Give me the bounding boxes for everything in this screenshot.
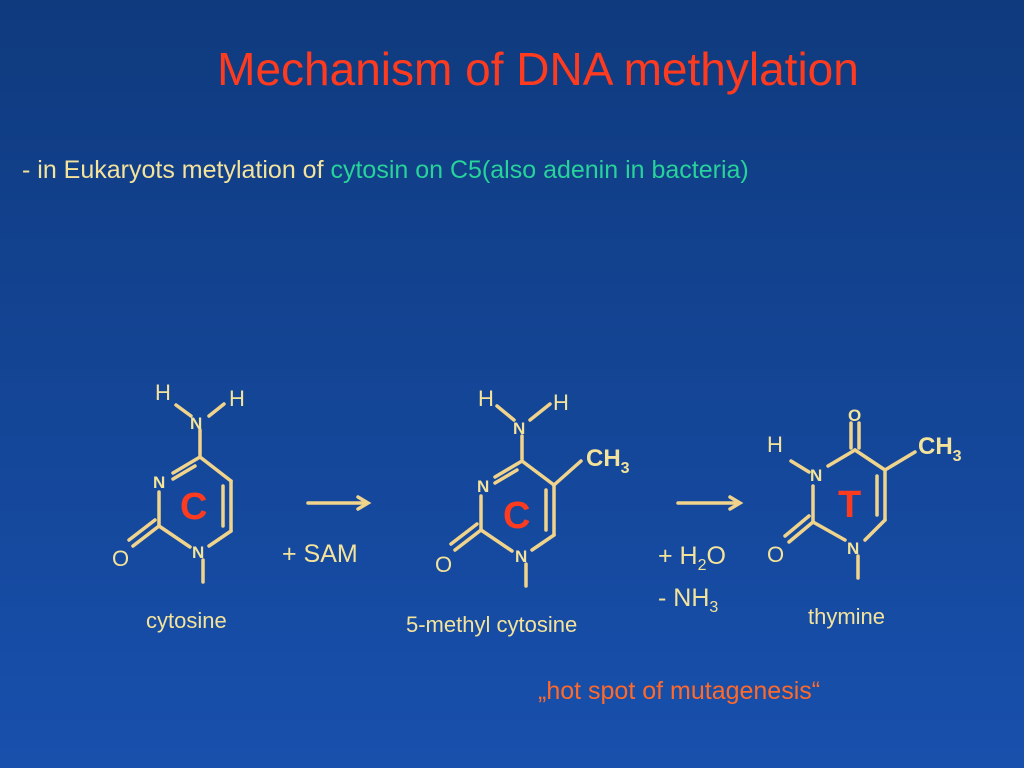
thymine-name: thymine — [808, 604, 885, 629]
reagent-water: + H2O — [658, 542, 726, 574]
cytosine-n-amino: N — [190, 414, 202, 433]
methylcytosine-name: 5-methyl cytosine — [406, 612, 577, 637]
methylcytosine-ring-letter: C — [503, 495, 530, 537]
reaction-arrow-1 — [306, 495, 372, 511]
footnote-hot-spot: „hot spot of mutagenesis“ — [538, 677, 821, 705]
subtitle: - in Eukaryots metylation of cytosin on … — [22, 156, 749, 185]
methylcytosine-methyl: CH3 — [586, 445, 630, 477]
thymine-n1: N — [847, 539, 859, 558]
reagent-ammonia: - NH3 — [658, 584, 718, 616]
thymine-o: O — [767, 542, 784, 567]
methylcytosine-h1: H — [478, 386, 494, 411]
methylcytosine-o: O — [435, 552, 452, 577]
cytosine-o: O — [112, 546, 129, 571]
cytosine-ring-letter: C — [180, 486, 207, 528]
thymine-bonds — [783, 421, 917, 580]
cytosine-name: cytosine — [146, 608, 227, 633]
thymine-n3: N — [810, 466, 822, 485]
thymine-ring-letter: T — [838, 484, 861, 526]
methylcytosine-h2: H — [553, 390, 569, 415]
methylcytosine-n1: N — [515, 547, 527, 566]
methylcytosine-n-amino: N — [513, 419, 525, 438]
subtitle-prefix: - in Eukaryots metylation of — [22, 156, 331, 184]
methylcytosine-n3: N — [477, 477, 489, 496]
thymine-h: H — [767, 432, 783, 457]
subtitle-highlight: cytosin on C5(also adenin in bacteria) — [330, 156, 749, 184]
cytosine-bonds — [127, 402, 233, 584]
thymine-methyl: CH3 — [918, 433, 962, 465]
methylcytosine-bonds — [449, 402, 583, 588]
cytosine-h2: H — [229, 386, 245, 411]
cytosine-n3: N — [153, 473, 165, 492]
cytosine-n1: N — [192, 543, 204, 562]
reagent-sam: + SAM — [282, 540, 358, 568]
slide-title: Mechanism of DNA methylation — [217, 43, 859, 95]
cytosine-h1: H — [155, 380, 171, 405]
reaction-arrow-2 — [676, 495, 744, 511]
thymine-o-top: O — [848, 406, 861, 425]
